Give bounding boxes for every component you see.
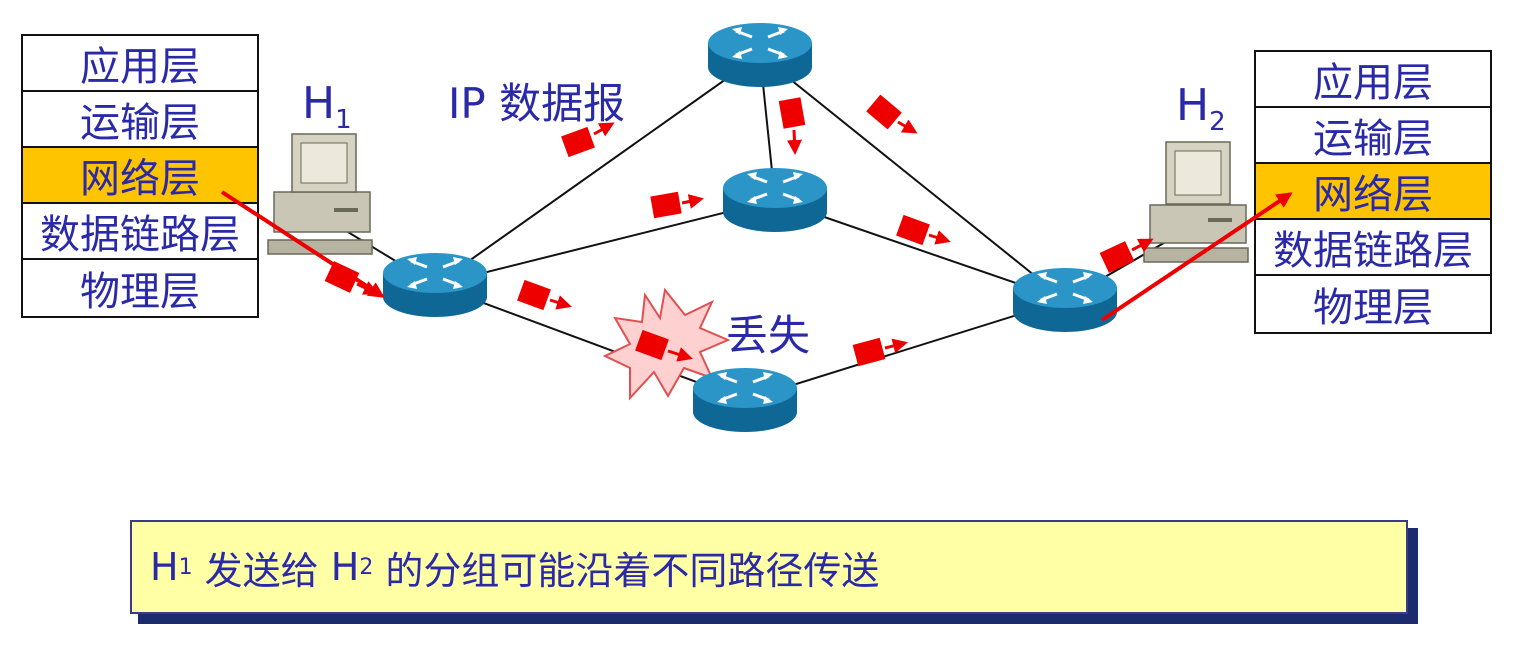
caption-mid-text: 发送给 <box>192 548 331 593</box>
caption-h1-subscript: 1 <box>178 554 193 580</box>
router-r2-icon <box>706 21 814 89</box>
host-h2-label: H2 <box>1176 80 1226 137</box>
router-r3-icon <box>721 166 829 234</box>
caption-h2-subscript: 2 <box>359 554 374 580</box>
right-layer-datalink: 数据链路层 <box>1256 220 1490 276</box>
left-layer-physical: 物理层 <box>80 269 200 315</box>
host-h2-subscript: 2 <box>1209 107 1226 137</box>
router-to-h2-network-arrow <box>1100 192 1293 322</box>
right-layer-transport: 运输层 <box>1256 108 1490 164</box>
caption-h1: H <box>150 545 179 589</box>
left-layer-application: 应用层 <box>23 36 257 92</box>
router-r5-icon <box>1011 266 1119 334</box>
left-layer-transport: 运输层 <box>23 92 257 148</box>
ip-datagram-label: IP 数据报 <box>448 79 626 128</box>
host-h1-label: H1 <box>302 78 352 135</box>
host-h2-computer-icon <box>1143 141 1249 263</box>
h1-network-to-router-arrow <box>220 190 385 298</box>
host-h1-computer-icon <box>267 133 373 255</box>
left-layer-network: 网络层 <box>23 148 257 204</box>
host-h2-name: H <box>1176 80 1210 131</box>
caption-h2: H <box>330 545 360 589</box>
packet-icons <box>324 94 1154 367</box>
right-protocol-stack: 应用层 运输层 网络层 数据链路层 物理层 <box>1254 50 1492 334</box>
host-h1-subscript: 1 <box>335 105 352 135</box>
caption-rest-text: 的分组可能沿着不同路径传送 <box>373 548 880 593</box>
left-protocol-stack: 应用层 运输层 网络层 数据链路层 物理层 <box>21 34 259 318</box>
router-r1-icon <box>381 251 489 319</box>
router-r4-icon <box>691 366 799 434</box>
host-h1-name: H <box>302 78 336 129</box>
right-layer-network: 网络层 <box>1256 164 1490 220</box>
network-diagram <box>220 21 1293 434</box>
right-layer-physical: 物理层 <box>1313 285 1433 331</box>
lost-label: 丢失 <box>726 311 811 360</box>
right-layer-application: 应用层 <box>1256 52 1490 108</box>
left-layer-datalink: 数据链路层 <box>23 204 257 260</box>
